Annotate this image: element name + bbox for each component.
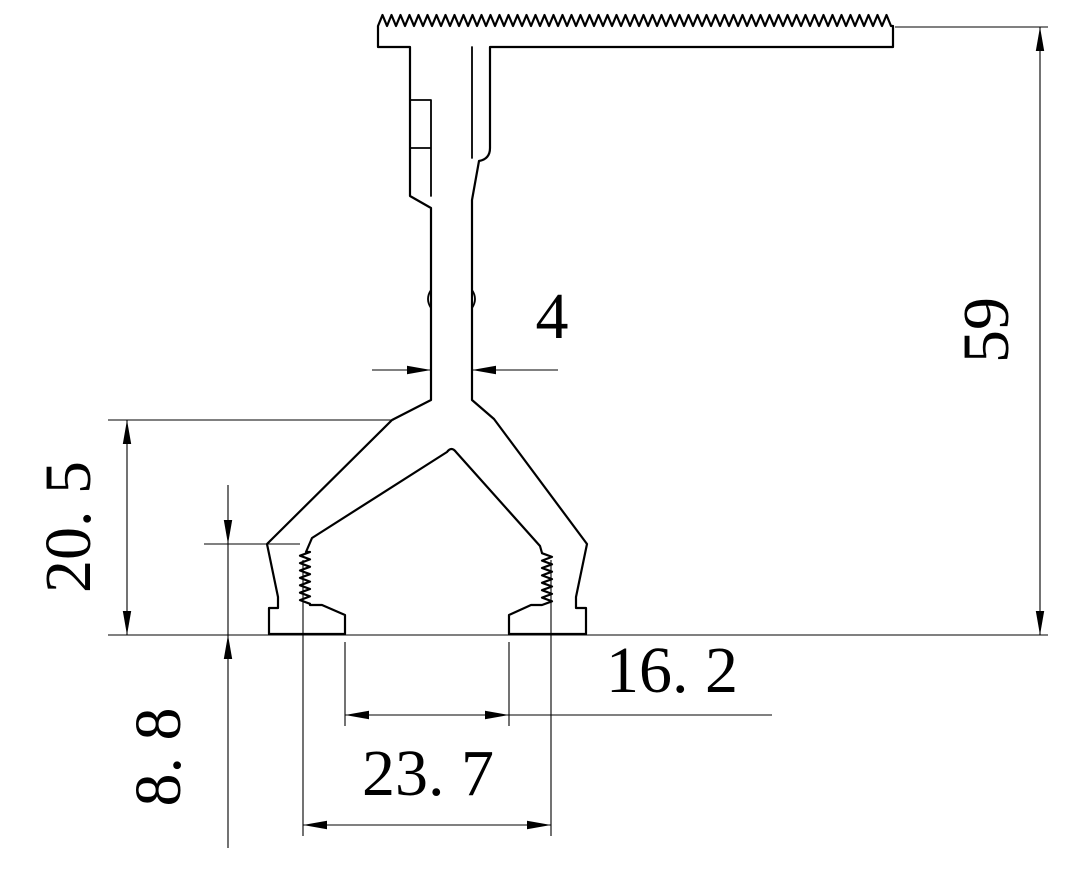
arrowhead-stem-right [472, 365, 496, 375]
dim-label-grip-height: 8. 8 [122, 708, 195, 807]
extension-lines [108, 26, 1048, 836]
dim-label-leg-height: 20. 5 [32, 461, 105, 593]
arrowhead-grip-bottom [223, 635, 233, 659]
dimension-lines [126, 27, 1041, 848]
arrowhead-height-top [1035, 27, 1045, 51]
arrowhead-grip-top [223, 520, 233, 544]
dim-label-overall-height: 59 [950, 297, 1023, 363]
arrowhead-outer-left [303, 820, 327, 830]
arrowhead-inner-right [485, 710, 509, 720]
profile-outline [265, 13, 895, 636]
arrowhead-leg-top [122, 420, 132, 444]
dimension-arrowheads [122, 27, 1045, 830]
arrowhead-height-bottom [1035, 611, 1045, 635]
arrowhead-inner-left [345, 710, 369, 720]
profile-inner-details [409, 46, 476, 309]
dim-label-stem-width: 4 [536, 280, 569, 353]
arrowhead-outer-right [527, 820, 551, 830]
dim-label-inner-width: 16. 2 [606, 634, 738, 707]
arrowhead-stem-left [407, 365, 431, 375]
dim-label-outer-width: 23. 7 [362, 737, 494, 810]
arrowhead-leg-bottom [122, 611, 132, 635]
dimension-labels: 4 59 20. 5 8. 8 16. 2 23. 7 [32, 280, 1023, 810]
